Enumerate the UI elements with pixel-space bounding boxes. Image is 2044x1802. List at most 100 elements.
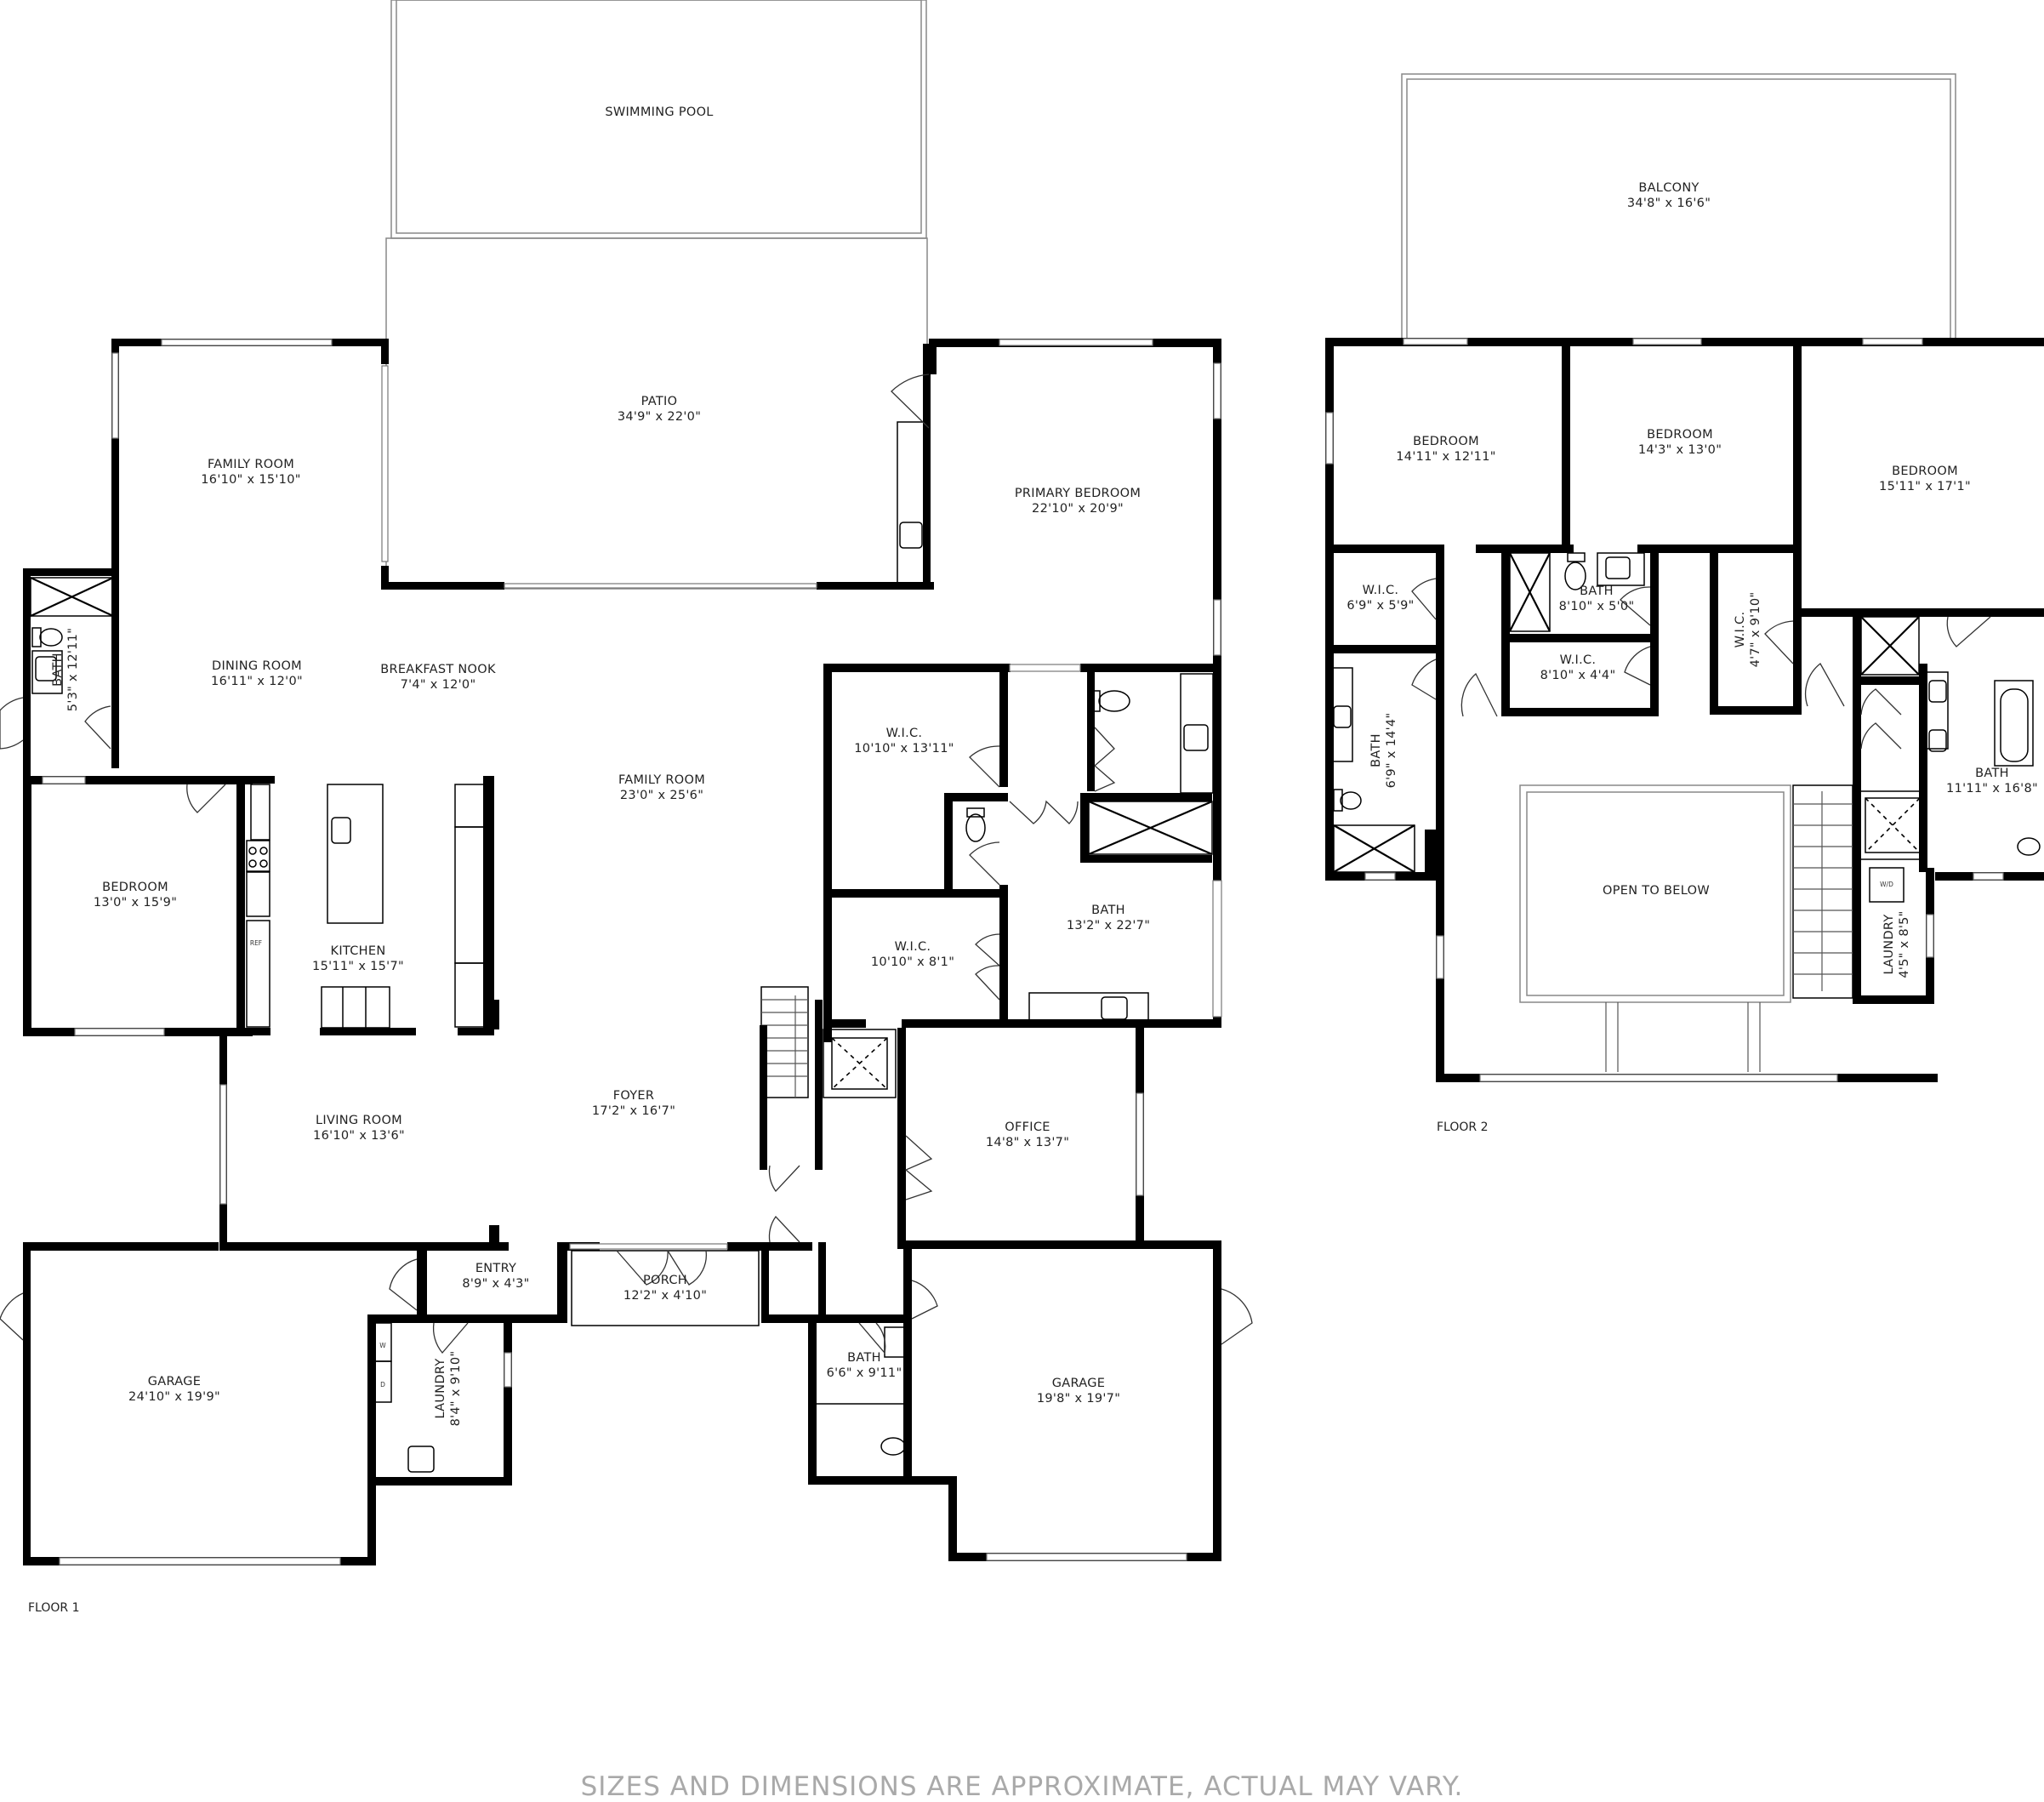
- svg-text:34'9" x 22'0": 34'9" x 22'0": [618, 410, 701, 424]
- wall-office-north: [902, 1019, 1221, 1028]
- walls-floor-2-center-bath: [1460, 545, 1659, 717]
- room-bedroom: BEDROOM 13'0" x 15'9": [94, 881, 177, 910]
- walls-floor-2-wic-east: [1710, 549, 1845, 715]
- room-kitchen: KITCHEN 15'11" x 15'7": [312, 944, 404, 973]
- svg-text:OFFICE: OFFICE: [1005, 1121, 1050, 1134]
- svg-text:PORCH: PORCH: [643, 1274, 687, 1287]
- disclaimer-text: SIZES AND DIMENSIONS ARE APPROXIMATE, AC…: [580, 1771, 1464, 1802]
- room-laundry: LAUNDRY 8'4" x 9'10": [434, 1351, 463, 1427]
- room-wic-east: W.I.C. 4'7" x 9'10": [1734, 592, 1762, 668]
- room-open-to-below: OPEN TO BELOW: [1603, 884, 1710, 898]
- svg-text:ENTRY: ENTRY: [475, 1262, 516, 1275]
- walls-office: [904, 1028, 1144, 1247]
- sink-icon: [899, 522, 923, 549]
- walls-bath-west: [0, 568, 119, 781]
- refrigerator-label: REF: [250, 939, 262, 947]
- room-family-room-north: FAMILY ROOM 16'10" x 15'10": [201, 458, 300, 487]
- room-bedroom-center: BEDROOM 14'3" x 13'0": [1638, 428, 1722, 457]
- walls-patio-south: [381, 344, 934, 590]
- floor-2: W/D: [1325, 73, 2044, 1134]
- room-wic-west: W.I.C. 6'9" x 5'9": [1347, 584, 1414, 613]
- room-garage-west: GARAGE 24'10" x 19'9": [128, 1375, 220, 1404]
- room-laundry-f2: LAUNDRY 4'5" x 8'5": [1882, 910, 1911, 978]
- room-bath-center: BATH 8'10" x 5'0": [1559, 585, 1635, 613]
- svg-text:PRIMARY BEDROOM: PRIMARY BEDROOM: [1015, 487, 1141, 500]
- room-bedroom-west: BEDROOM 14'11" x 12'11": [1396, 435, 1495, 464]
- dryer-label: D: [380, 1381, 385, 1389]
- wall-segment: [823, 1019, 866, 1028]
- sink-icon: [1183, 724, 1209, 751]
- patio-counter: [897, 421, 928, 585]
- floor-1-label: FLOOR 1: [28, 1601, 79, 1615]
- walls-floor-2-loft: [1436, 715, 1938, 1082]
- stairs-floor-1: [760, 986, 823, 1170]
- svg-text:OPEN TO BELOW: OPEN TO BELOW: [1603, 884, 1710, 898]
- room-entry: ENTRY 8'9" x 4'3": [462, 1262, 529, 1291]
- svg-text:LIVING ROOM: LIVING ROOM: [316, 1114, 402, 1127]
- svg-text:BEDROOM: BEDROOM: [1892, 465, 1958, 478]
- walls-garage-west: [0, 1242, 512, 1565]
- svg-text:BATH: BATH: [1369, 733, 1383, 767]
- room-bedroom-east: BEDROOM 15'11" x 17'1": [1879, 465, 1971, 493]
- svg-text:15'11" x 17'1": 15'11" x 17'1": [1879, 480, 1971, 493]
- svg-text:7'4" x 12'0": 7'4" x 12'0": [401, 678, 476, 692]
- svg-text:6'6" x 9'11": 6'6" x 9'11": [827, 1366, 902, 1380]
- walls-living-room: [219, 1028, 509, 1251]
- svg-text:16'10" x 15'10": 16'10" x 15'10": [201, 473, 300, 487]
- floor-1-labels: SWIMMING POOL PATIO 34'9" x 22'0" FAMILY…: [28, 105, 1150, 1615]
- room-living-room: LIVING ROOM 16'10" x 13'6": [313, 1114, 405, 1143]
- svg-text:24'10" x 19'9": 24'10" x 19'9": [128, 1390, 220, 1404]
- room-bath-west: BATH 5'3" x 12'11": [51, 628, 80, 711]
- walls-kitchen: [245, 776, 499, 1035]
- svg-text:6'9" x 5'9": 6'9" x 5'9": [1347, 599, 1414, 613]
- svg-text:4'5" x 8'5": 4'5" x 8'5": [1898, 910, 1911, 978]
- svg-text:W.I.C.: W.I.C.: [886, 727, 923, 740]
- svg-text:LAUNDRY: LAUNDRY: [434, 1358, 447, 1418]
- svg-text:11'11" x 16'8": 11'11" x 16'8": [1946, 782, 2038, 796]
- svg-text:W.I.C.: W.I.C.: [1560, 653, 1597, 667]
- svg-text:FOYER: FOYER: [613, 1089, 655, 1103]
- svg-text:SWIMMING POOL: SWIMMING POOL: [605, 105, 713, 119]
- svg-text:4'7" x 9'10": 4'7" x 9'10": [1749, 592, 1762, 668]
- svg-text:14'3" x 13'0": 14'3" x 13'0": [1638, 443, 1722, 457]
- sink-icon: [1333, 705, 1352, 728]
- svg-text:13'2" x 22'7": 13'2" x 22'7": [1067, 919, 1150, 932]
- walls-floor-2-bedrooms: [1325, 338, 2044, 878]
- svg-text:KITCHEN: KITCHEN: [331, 944, 386, 958]
- walls-floor-2-east-suite: W/D: [1853, 608, 2044, 1004]
- room-bath-east: BATH 6'6" x 9'11": [827, 1351, 902, 1380]
- room-family-room-central: FAMILY ROOM 23'0" x 25'6": [618, 773, 705, 802]
- room-office: OFFICE 14'8" x 13'7": [986, 1121, 1069, 1149]
- svg-text:14'8" x 13'7": 14'8" x 13'7": [986, 1136, 1069, 1149]
- svg-text:BEDROOM: BEDROOM: [102, 881, 168, 894]
- svg-text:LAUNDRY: LAUNDRY: [1882, 914, 1896, 974]
- svg-text:5'3" x 12'11": 5'3" x 12'11": [66, 628, 80, 711]
- svg-text:22'10" x 20'9": 22'10" x 20'9": [1032, 502, 1124, 516]
- svg-text:BATH: BATH: [847, 1351, 881, 1365]
- open-to-below: [1519, 784, 1791, 1072]
- walls-primary-bedroom: [891, 339, 1221, 1019]
- room-bath-west-f2: BATH 6'9" x 14'4": [1369, 713, 1398, 789]
- washer-dryer-label: W/D: [1880, 881, 1893, 888]
- walls-family-room-north: [111, 339, 389, 768]
- walls-primary-suite: [823, 664, 1222, 1042]
- svg-text:BATH: BATH: [1091, 904, 1125, 917]
- svg-text:19'8" x 19'7": 19'8" x 19'7": [1037, 1392, 1120, 1406]
- svg-text:23'0" x 25'6": 23'0" x 25'6": [620, 789, 703, 802]
- washer-label: W: [379, 1342, 386, 1349]
- svg-text:PATIO: PATIO: [641, 395, 678, 408]
- svg-text:FAMILY ROOM: FAMILY ROOM: [618, 773, 705, 787]
- sink-icon: [35, 656, 57, 681]
- svg-text:15'11" x 15'7": 15'11" x 15'7": [312, 960, 404, 973]
- svg-text:10'10" x 13'11": 10'10" x 13'11": [854, 742, 954, 756]
- bathtub-icon: [2000, 688, 2029, 762]
- svg-text:W.I.C.: W.I.C.: [895, 940, 931, 954]
- room-dining-room: DINING ROOM 16'11" x 12'0": [211, 659, 303, 688]
- svg-text:BATH: BATH: [1975, 767, 2009, 780]
- svg-text:GARAGE: GARAGE: [1052, 1377, 1106, 1390]
- walls-bath-garage-east: [808, 1242, 1253, 1561]
- room-primary-bath: BATH 13'2" x 22'7": [1067, 904, 1150, 932]
- svg-text:8'9" x 4'3": 8'9" x 4'3": [462, 1277, 529, 1291]
- svg-text:14'11" x 12'11": 14'11" x 12'11": [1396, 450, 1495, 464]
